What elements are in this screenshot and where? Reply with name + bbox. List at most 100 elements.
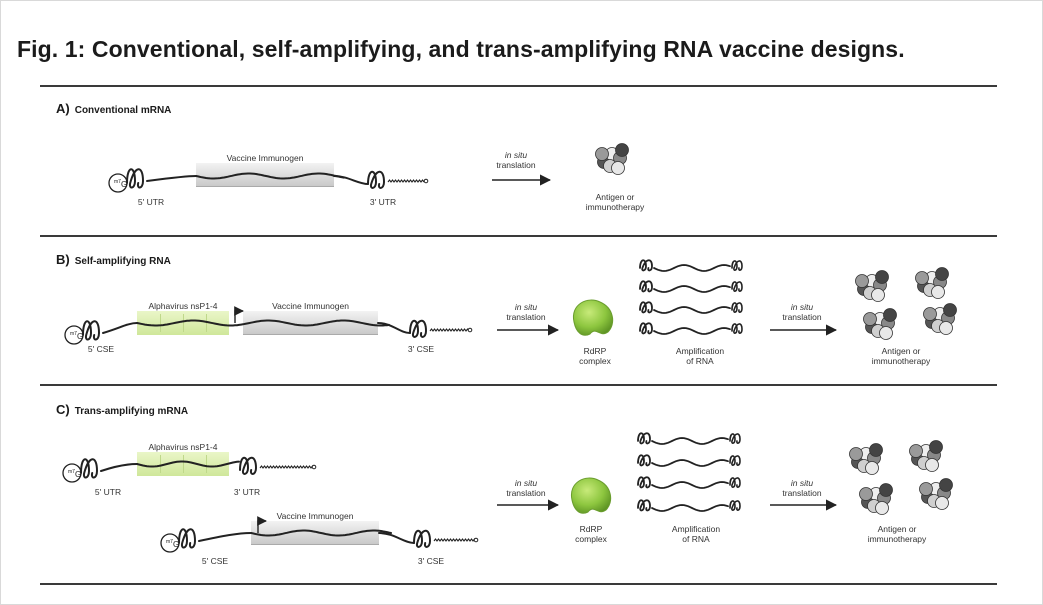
panel-c-rdrp [570,477,612,514]
panel-c-amp-line2: of RNA [682,534,710,544]
panel-a-protein-sphere [615,143,629,157]
panel-c-arrow2-italic: in situ [790,478,814,488]
panel-c-rdrp-line1: RdRP [579,524,603,534]
panel-b-protein-sphere [935,267,949,281]
panel-c-amp-strand-body [651,459,729,467]
panel-c-amp-strand-3loops [729,433,741,444]
panel-b-amp-strand-3loops [731,302,743,313]
panel-b-amp-strand [639,259,743,272]
panel-b-amp-strand [639,280,743,293]
panel-c-utr5: 5' UTR [94,487,122,497]
panel-c-polya2 [433,538,477,542]
panel-b-protein-sphere [883,308,897,322]
panel-c-protein-sphere [919,482,933,496]
panel-c-amp-strand [637,454,741,467]
panel-c-leader2 [198,532,252,542]
panel-c-replicase-label: Alphavirus nsP1-4 [148,442,218,452]
panel-a-leader [146,175,197,182]
panel-c-amp-strand-3loops [729,477,741,488]
panel-a-orf-strand [195,172,345,180]
panel-b-amp-strand-5loops [639,259,653,272]
panel-b-immunogen-label: Vaccine Immunogen [272,301,349,311]
rule-b-c [40,384,997,386]
panel-a-5utr-loops [126,168,144,189]
panel-b-polya-end [467,327,473,333]
panel-c-promoter [257,516,267,533]
panel-b-amp-strand-body [653,285,731,293]
panel-b-polya [429,328,470,332]
panel-c-trailer2 [378,532,415,544]
panel-c-protein-sphere [865,461,879,475]
panel-b-amp-strand-5loops [639,322,653,335]
panel-b-amp-strand-body [653,327,731,335]
panel-b-promoter [234,306,244,323]
panel-c-cse5: 5' CSE [201,556,229,566]
panel-c-amp-strand [637,499,741,512]
panel-c-cap1: m7G [62,463,82,483]
rule-top [40,85,997,87]
panel-c-cse3: 3' CSE [417,556,445,566]
panel-c-amp-strand [637,476,741,489]
panel-a-protein-sphere [595,147,609,161]
panel-a-product-line1: Antigen or [595,192,635,202]
panel-c-amp-strand-5loops [637,499,651,512]
panel-a-protein [595,143,629,175]
panel-b-protein-sphere [863,312,877,326]
panel-c-polya2-end [473,537,479,543]
panel-c-protein-sphere [929,440,943,454]
panel-c-protein [919,478,953,510]
panel-b-amp-strand [639,322,743,335]
panel-b-letter: B) [56,252,70,267]
panel-b-rdrp-line1: RdRP [583,346,607,356]
panel-a-cap-label: m7G [114,179,127,189]
panel-b-amp-strand-5loops [639,280,653,293]
panel-c-leader1 [100,463,138,472]
panel-a-protein-sphere [611,161,625,175]
panel-b-amp-strand [639,301,743,314]
panel-b-cse5: 5' CSE [87,344,115,354]
panel-c-amp-strand-3loops [729,455,741,466]
panel-c-protein-sphere [909,444,923,458]
panel-b-title: Self-amplifying RNA [74,256,171,267]
panel-c-replicase-box [137,452,229,476]
panel-b-protein [915,267,949,299]
panel-c-amp-strand-body [651,437,729,445]
panel-a-letter: A) [56,101,70,116]
panel-c-protein [859,483,893,515]
panel-c-immunogen-strand [250,529,392,537]
panel-b-protein-sphere [931,285,945,299]
panel-c-polya1 [259,465,315,469]
panel-c-cap2-label: m7G [166,539,179,549]
panel-c-protein [909,440,943,472]
panel-b-amp-strand-3loops [731,323,743,334]
panel-c-protein-sphere [935,496,949,510]
figure-title: Fig. 1: Conventional, self-amplifying, a… [17,36,905,62]
panel-c-3cse-loops [413,529,431,548]
panel-c-cap1-label: m7G [68,469,81,479]
panel-a-utr5: 5' UTR [137,197,165,207]
panel-b-protein-sphere [871,288,885,302]
panel-c-protein-sphere [925,458,939,472]
panel-c-heading: C)Trans-amplifying mRNA [56,402,188,417]
panel-a-polya [387,179,425,183]
panel-c-protein-sphere [849,447,863,461]
panel-b-immunogen-box [243,311,378,335]
panel-c-amp-strand-body [651,481,729,489]
panel-b-rdrp [572,299,614,336]
panel-b-protein-sphere [939,321,953,335]
panel-c-protein [849,443,883,475]
rule-bottom [40,583,997,585]
panel-c-protein-sphere [869,443,883,457]
panel-a-immunogen-label: Vaccine Immunogen [226,153,304,163]
panel-a-arrow-text: translation [496,160,536,170]
panel-c-immunogen-label: Vaccine Immunogen [276,511,354,521]
panel-b-cse3: 3' CSE [407,344,435,354]
panel-b-product-line1: Antigen or [881,346,921,356]
panel-b-trailer [377,322,411,334]
panel-b-amp-line1: Amplification [675,346,725,356]
panel-b-protein-sphere [915,271,929,285]
panel-c-5utr-loops [80,458,98,479]
panel-b-protein-sphere [875,270,889,284]
panel-b-protein [923,303,957,335]
panel-b-protein-sphere [879,326,893,340]
